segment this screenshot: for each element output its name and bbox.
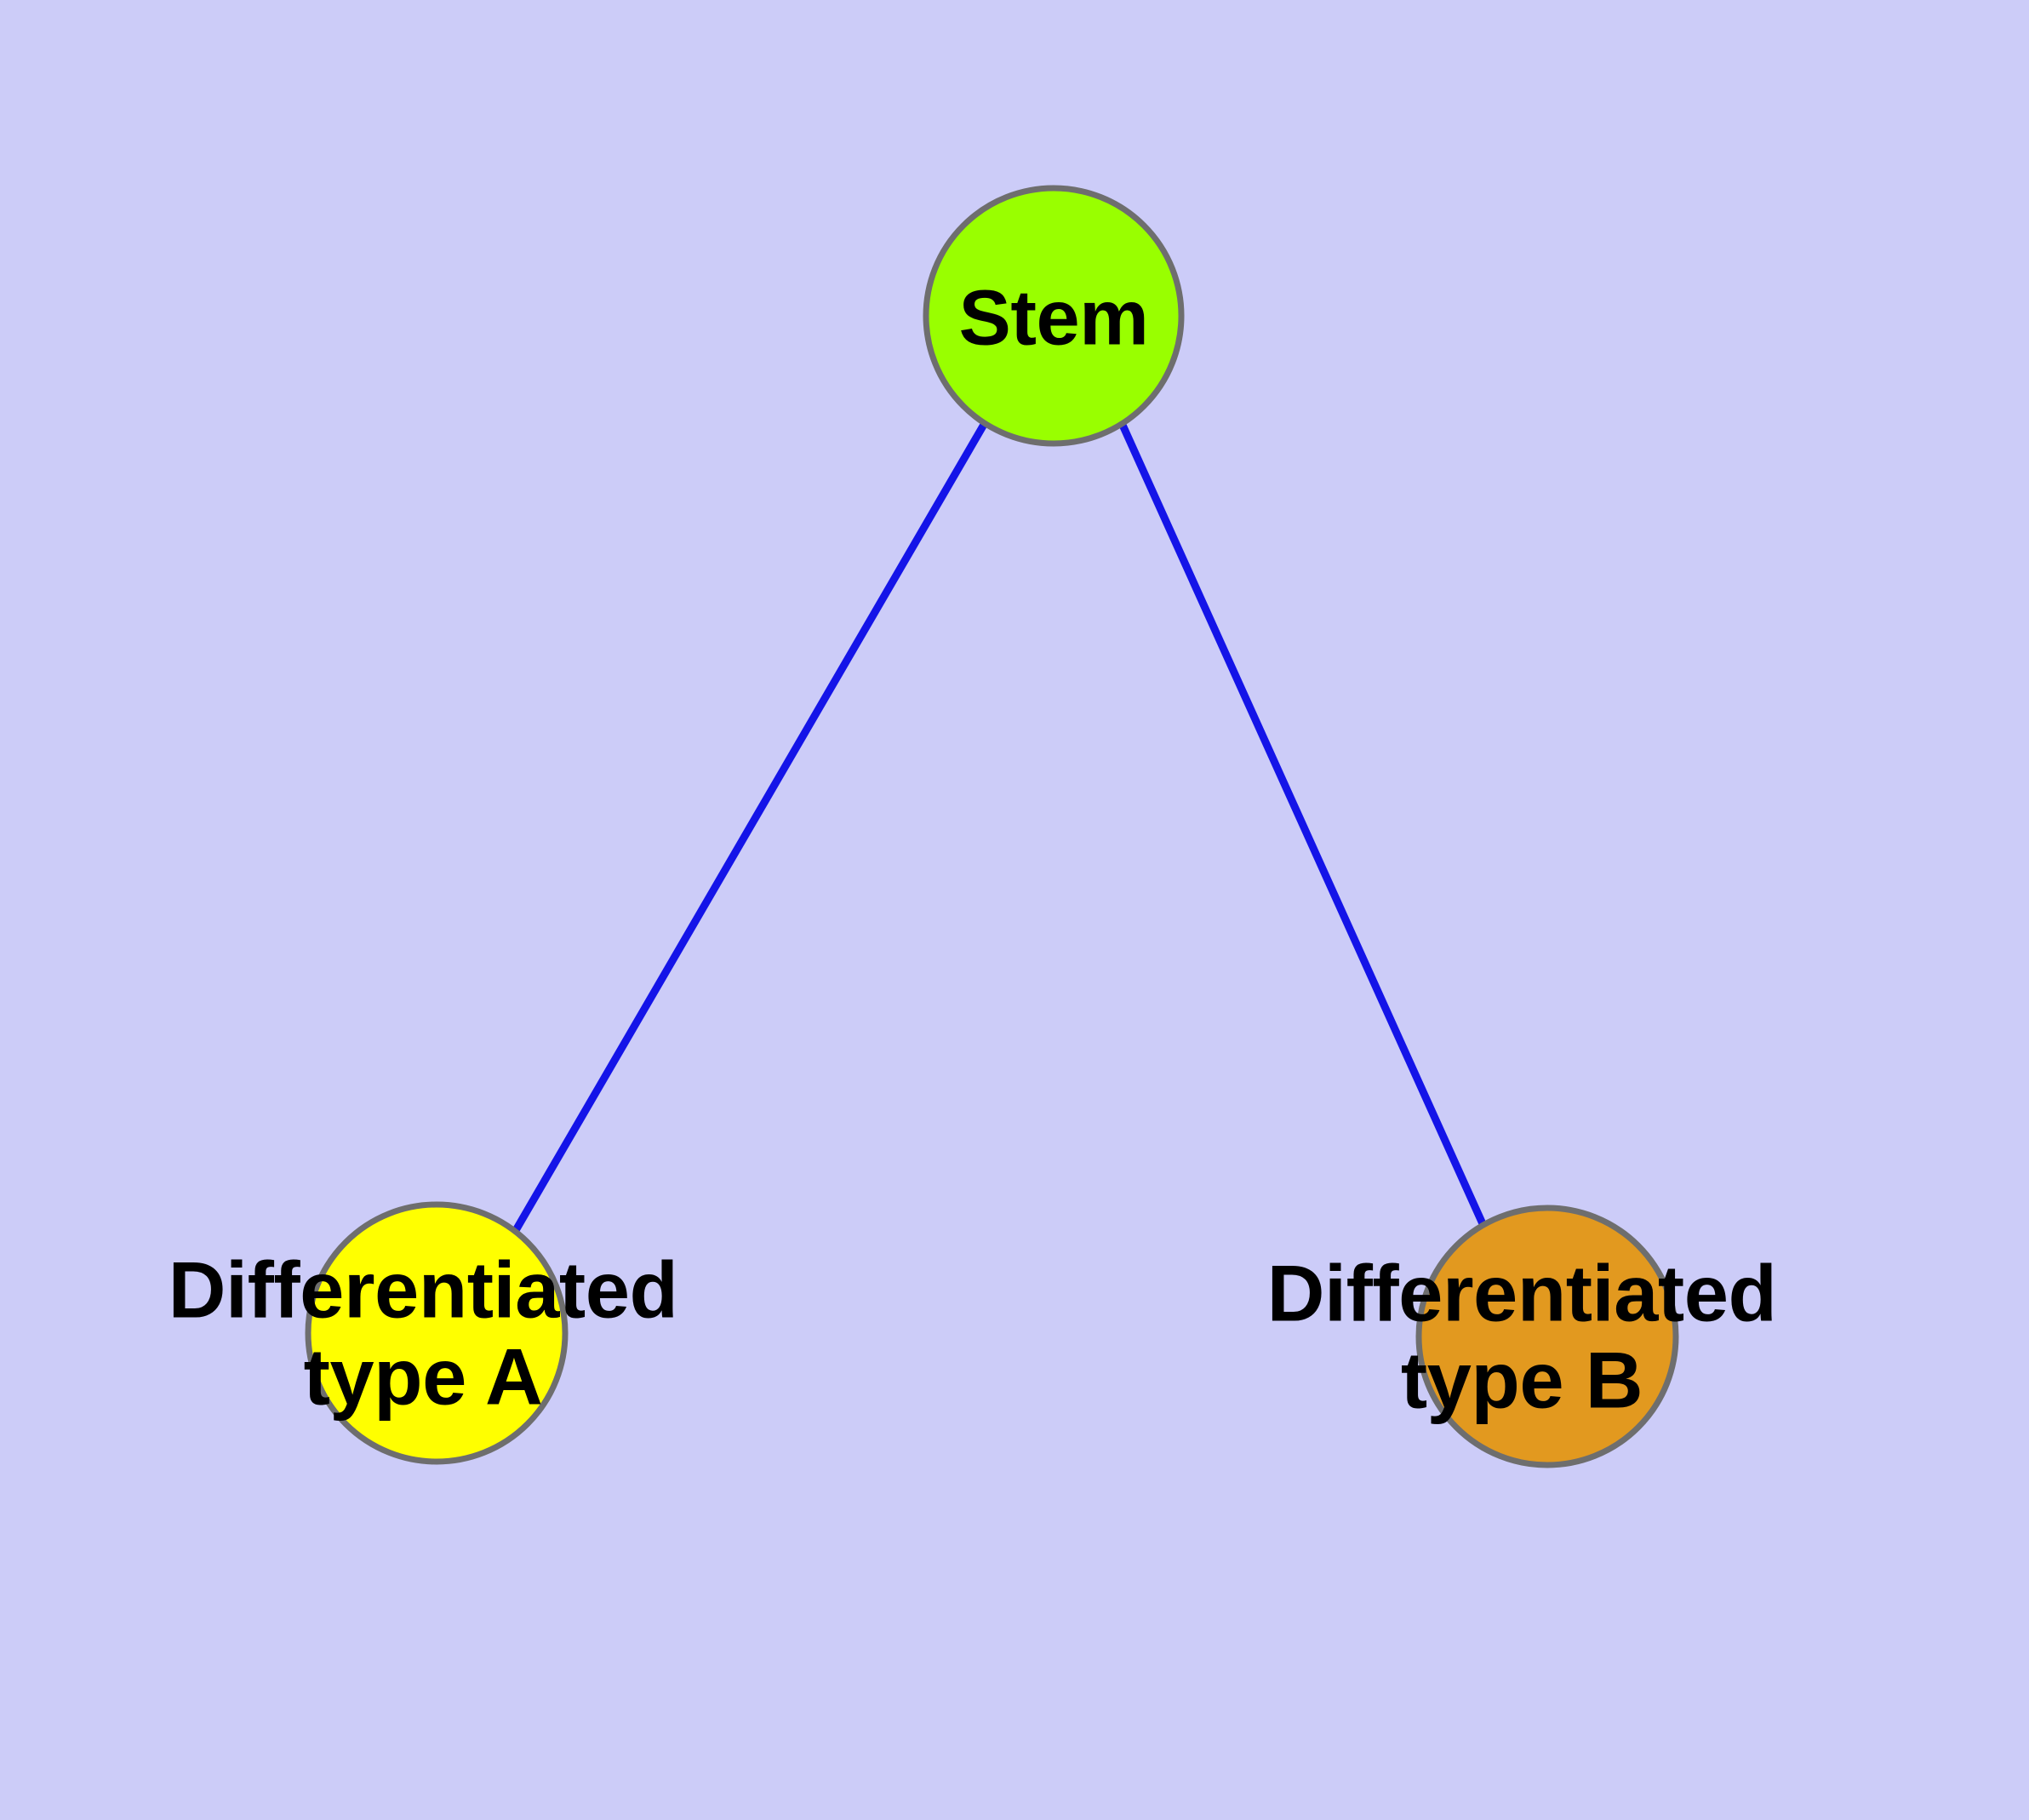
- edge-stem-diff-b[interactable]: [1117, 421, 1489, 1229]
- edge-stem-diff-a[interactable]: [512, 421, 988, 1234]
- node-circle-stem[interactable]: [923, 185, 1185, 447]
- nodes-layer: [305, 185, 1679, 1468]
- node-circle-diff_b[interactable]: [1415, 1205, 1679, 1468]
- edges-layer: [512, 421, 1489, 1234]
- node-circle-diff_a[interactable]: [305, 1201, 569, 1465]
